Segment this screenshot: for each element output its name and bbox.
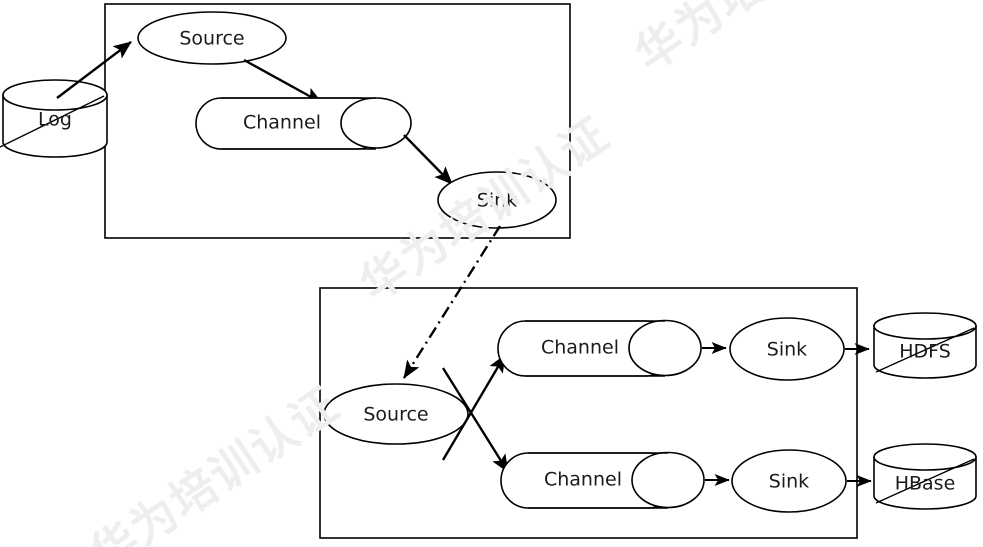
agent-1-sink: Sink — [437, 171, 557, 229]
agent-2-sink-bottom: Sink — [731, 449, 847, 513]
hdfs-label: HDFS — [899, 341, 951, 363]
agent-2-sink-top-label: Sink — [767, 339, 807, 361]
edge-log-to-source — [56, 41, 132, 99]
agent-1-source: Source — [137, 11, 287, 65]
agent-2-sink-top: Sink — [729, 317, 845, 381]
agent-2-source-label: Source — [363, 404, 428, 426]
agent-1-sink-label: Sink — [477, 190, 517, 212]
agent-1-channel-label: Channel — [243, 112, 321, 134]
agent-1-channel: Channel — [195, 97, 412, 150]
edge-agent2-source-to-channel-top — [441, 354, 507, 461]
agent-2-channel-top-label: Channel — [541, 337, 619, 359]
agent-2-source: Source — [323, 383, 469, 445]
agent-2-channel-top: Channel — [497, 319, 702, 377]
edge-channel-to-sink — [403, 134, 453, 185]
log-label: Log — [38, 109, 72, 131]
hbase-label: HBase — [895, 473, 956, 495]
agent-2-channel-bottom-label: Channel — [544, 469, 622, 491]
agent-2-sink-bottom-label: Sink — [769, 471, 809, 493]
hbase-datastore: HBase — [873, 443, 977, 510]
hdfs-datastore: HDFS — [873, 312, 977, 379]
log-datastore: Log — [0, 79, 108, 158]
edge-source-to-channel — [243, 58, 323, 105]
agent-2-channel-bottom: Channel — [500, 451, 705, 509]
agent-1-source-label: Source — [179, 28, 244, 50]
edge-agent2-source-to-channel-bottom — [441, 367, 510, 473]
agent-2-box — [319, 287, 858, 539]
edge-sink-to-agent2-source — [402, 225, 502, 379]
